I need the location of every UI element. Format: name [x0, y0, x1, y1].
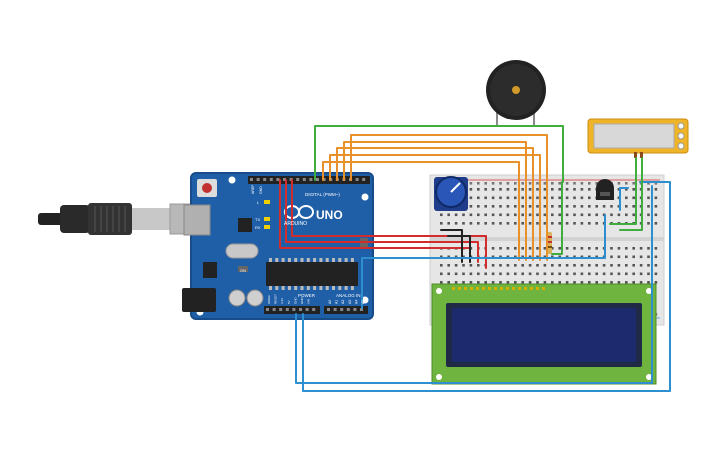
analog-pin-label: A2: [341, 300, 345, 304]
analog-pin-label: A4: [354, 300, 358, 304]
analog-pin-label: A0: [328, 300, 332, 304]
gnd-label: GND: [259, 186, 263, 194]
lcd-pin[interactable]: [476, 287, 479, 290]
header-pin[interactable]: [355, 178, 359, 181]
lcd-pin[interactable]: [524, 287, 527, 290]
lcd-pin[interactable]: [452, 287, 455, 290]
power-label: POWER: [298, 293, 316, 298]
analog-header-pin[interactable]: [360, 308, 363, 311]
tx-label: TX: [255, 217, 260, 222]
lcd-pin[interactable]: [518, 287, 521, 290]
lcd-pin[interactable]: [512, 287, 515, 290]
uno-logo-text: UNO: [316, 208, 343, 222]
header-pin[interactable]: [309, 178, 313, 181]
lcd-pin[interactable]: [530, 287, 533, 290]
power-header-pin[interactable]: [305, 308, 309, 311]
power-pin-label: RESET: [274, 294, 278, 304]
power-pin-label: IOREF: [267, 295, 271, 304]
lcd-pin[interactable]: [536, 287, 539, 290]
arduino-brand-text: ARDUINO: [284, 221, 307, 227]
lcd-pin[interactable]: [494, 287, 497, 290]
arduino-uno-board[interactable]: [182, 172, 374, 320]
header-pin[interactable]: [296, 178, 300, 181]
power-header-pin[interactable]: [299, 308, 302, 311]
rx-label: RX: [255, 225, 261, 230]
aref-label: AREF: [251, 185, 255, 194]
header-pin[interactable]: [316, 178, 319, 181]
header-pin[interactable]: [289, 178, 293, 181]
lcd-pin[interactable]: [500, 287, 503, 290]
lcd-pin[interactable]: [464, 287, 467, 290]
piezo-buzzer[interactable]: [486, 60, 546, 126]
header-pin[interactable]: [362, 178, 366, 181]
usb-cable[interactable]: [38, 203, 201, 235]
power-pin-label: 5V: [287, 300, 291, 304]
on-label: ON: [240, 268, 246, 273]
analog-header-pin[interactable]: [353, 308, 357, 311]
header-pin[interactable]: [276, 178, 280, 181]
analog-header-pin[interactable]: [346, 308, 350, 311]
power-pin-label: 3.3V: [280, 298, 284, 304]
l-label: L: [257, 200, 260, 205]
header-pin[interactable]: [283, 178, 286, 181]
analog-header-pin[interactable]: [327, 308, 330, 311]
analog-header-pin[interactable]: [333, 308, 337, 311]
power-header-pin[interactable]: [272, 308, 276, 311]
header-pin[interactable]: [322, 178, 326, 181]
lcd-pin[interactable]: [458, 287, 461, 290]
header-pin[interactable]: [269, 178, 273, 181]
header-pin[interactable]: [256, 178, 260, 181]
lcd-pin[interactable]: [542, 287, 545, 290]
lcd-16x2[interactable]: [431, 283, 657, 385]
atmega-chip: [266, 262, 358, 286]
lcd-pin[interactable]: [470, 287, 473, 290]
power-header-pin[interactable]: [279, 308, 283, 311]
analog-header-pin[interactable]: [340, 308, 344, 311]
lcd-pin[interactable]: [488, 287, 491, 290]
header-pin[interactable]: [302, 178, 306, 181]
lcd-pin[interactable]: [506, 287, 509, 290]
header-pin[interactable]: [250, 178, 253, 181]
lcd-pin[interactable]: [482, 287, 485, 290]
analog-pin-label: A3: [348, 300, 352, 304]
wires[interactable]: [279, 125, 671, 392]
lcd-screen: [452, 308, 636, 362]
analog-pin-label: A1: [335, 300, 339, 304]
power-header-pin[interactable]: [312, 308, 316, 311]
tmp-sensor[interactable]: [596, 179, 614, 200]
digital-label: DIGITAL (PWM~): [305, 192, 340, 197]
power-pin-label: GND: [300, 297, 304, 305]
header-pin[interactable]: [263, 178, 267, 181]
power-header-pin[interactable]: [285, 308, 289, 311]
power-pin-label: GND: [293, 297, 297, 305]
potentiometer[interactable]: [434, 176, 468, 211]
analog-pin-label: A5: [361, 300, 365, 304]
power-pin-label: VIN: [307, 299, 311, 304]
power-jack[interactable]: [182, 288, 216, 312]
power-header-pin[interactable]: [292, 308, 296, 311]
analog-label: ANALOG IN: [336, 293, 361, 298]
sensor-module[interactable]: [587, 118, 689, 158]
power-header-pin[interactable]: [266, 308, 269, 311]
